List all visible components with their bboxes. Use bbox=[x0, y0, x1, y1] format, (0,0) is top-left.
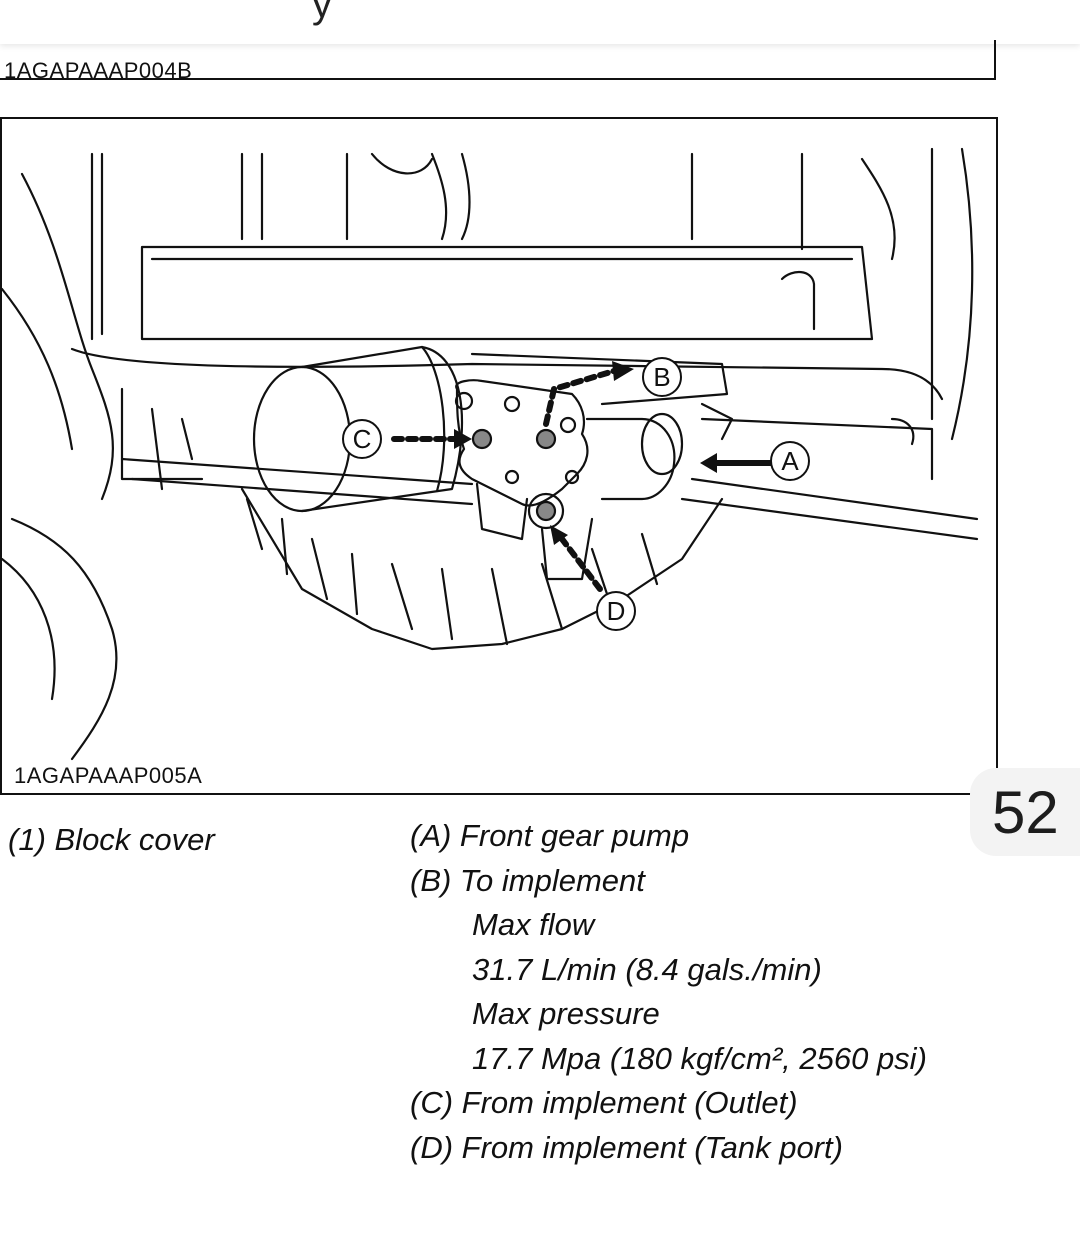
side-valve bbox=[585, 417, 676, 501]
bolt bbox=[504, 469, 520, 485]
pump-fitting bbox=[700, 402, 734, 441]
chassis-rail bbox=[150, 407, 194, 491]
gear-teeth bbox=[245, 497, 659, 646]
arrow-head-c bbox=[454, 429, 472, 449]
fender-line bbox=[2, 557, 56, 701]
legend-max-flow-value: 31.7 L/min (8.4 gals./min) bbox=[472, 951, 822, 987]
partial-heading-glyph: y bbox=[312, 0, 332, 26]
hydraulic-diagram-frame: C B A D 1AGAPAAAP005A bbox=[0, 117, 998, 795]
caption-block-cover: (1) Block cover bbox=[8, 822, 215, 857]
page-number-badge: 52 bbox=[970, 768, 1080, 856]
frame-line bbox=[690, 152, 896, 261]
chassis-rail bbox=[700, 417, 934, 481]
bolt bbox=[559, 416, 577, 434]
gear-ring bbox=[240, 487, 724, 651]
legend-max-flow-label: Max flow bbox=[472, 907, 595, 942]
tank-body bbox=[140, 245, 874, 341]
callout-c-label: C bbox=[353, 424, 372, 454]
bolt bbox=[503, 395, 521, 413]
bolt bbox=[454, 391, 474, 411]
port-b bbox=[535, 428, 557, 450]
cylinder-end bbox=[252, 365, 352, 513]
previous-figure-frame: 1AGAPAAAP004B bbox=[0, 40, 996, 83]
legend-item-c: (C) From implement (Outlet) bbox=[410, 1085, 798, 1120]
bolt bbox=[564, 469, 580, 485]
callout-b-label: B bbox=[653, 362, 670, 392]
chassis-rail bbox=[120, 387, 204, 481]
chassis-rail bbox=[70, 347, 944, 401]
top-manifold bbox=[470, 352, 729, 406]
legend-item-d: (D) From implement (Tank port) bbox=[410, 1129, 843, 1165]
caption-legend: (A) Front gear pump (B) To implement Max… bbox=[410, 814, 927, 1170]
arrow-heads bbox=[454, 361, 717, 545]
chassis-rail bbox=[120, 457, 474, 506]
hydraulic-block-diagram: C B A D bbox=[2, 147, 979, 761]
pipe-line bbox=[345, 152, 471, 241]
side-valve-cap bbox=[640, 412, 684, 476]
callout-a bbox=[770, 441, 810, 481]
port-c bbox=[471, 428, 493, 450]
block-lower bbox=[475, 482, 529, 541]
port-d bbox=[535, 500, 557, 522]
arrow-head-a bbox=[700, 453, 717, 473]
frame-line bbox=[930, 147, 974, 441]
fitting bbox=[540, 517, 594, 581]
top-strip: y bbox=[0, 0, 1080, 44]
arrow-head-b bbox=[612, 361, 634, 381]
cylinder-line bbox=[420, 345, 446, 493]
legend-max-pressure-value: 17.7 Mpa (180 kgf/cm², 2560 psi) bbox=[472, 1040, 927, 1076]
callout-a-label: A bbox=[781, 446, 799, 476]
page-number: 52 bbox=[992, 779, 1059, 846]
callout-c bbox=[342, 419, 382, 459]
legend-item-b: (B) To implement bbox=[410, 862, 645, 898]
callout-b bbox=[642, 357, 682, 397]
pipe-line bbox=[370, 152, 434, 175]
bracket bbox=[780, 271, 816, 331]
arrow-b bbox=[543, 368, 617, 427]
callout-d-label: D bbox=[607, 596, 626, 626]
fender-line bbox=[10, 517, 118, 761]
legend-max-pressure-label: Max pressure bbox=[472, 996, 660, 1031]
arrow-head-d bbox=[550, 525, 568, 545]
figure-code: 1AGAPAAAP005A bbox=[14, 763, 203, 789]
frame-line bbox=[90, 152, 264, 341]
callout-d bbox=[596, 591, 636, 631]
legend-item-a: (A) Front gear pump bbox=[410, 818, 690, 853]
previous-figure-code: 1AGAPAAAP004B bbox=[4, 58, 193, 83]
chassis-rail bbox=[680, 477, 979, 541]
fender-line bbox=[2, 287, 74, 451]
port-d-boss bbox=[527, 492, 565, 530]
arrow-d bbox=[559, 536, 603, 592]
flow-arrows bbox=[391, 368, 785, 592]
callouts bbox=[342, 357, 810, 631]
chassis-rail bbox=[890, 417, 915, 446]
fender-line bbox=[20, 172, 114, 501]
